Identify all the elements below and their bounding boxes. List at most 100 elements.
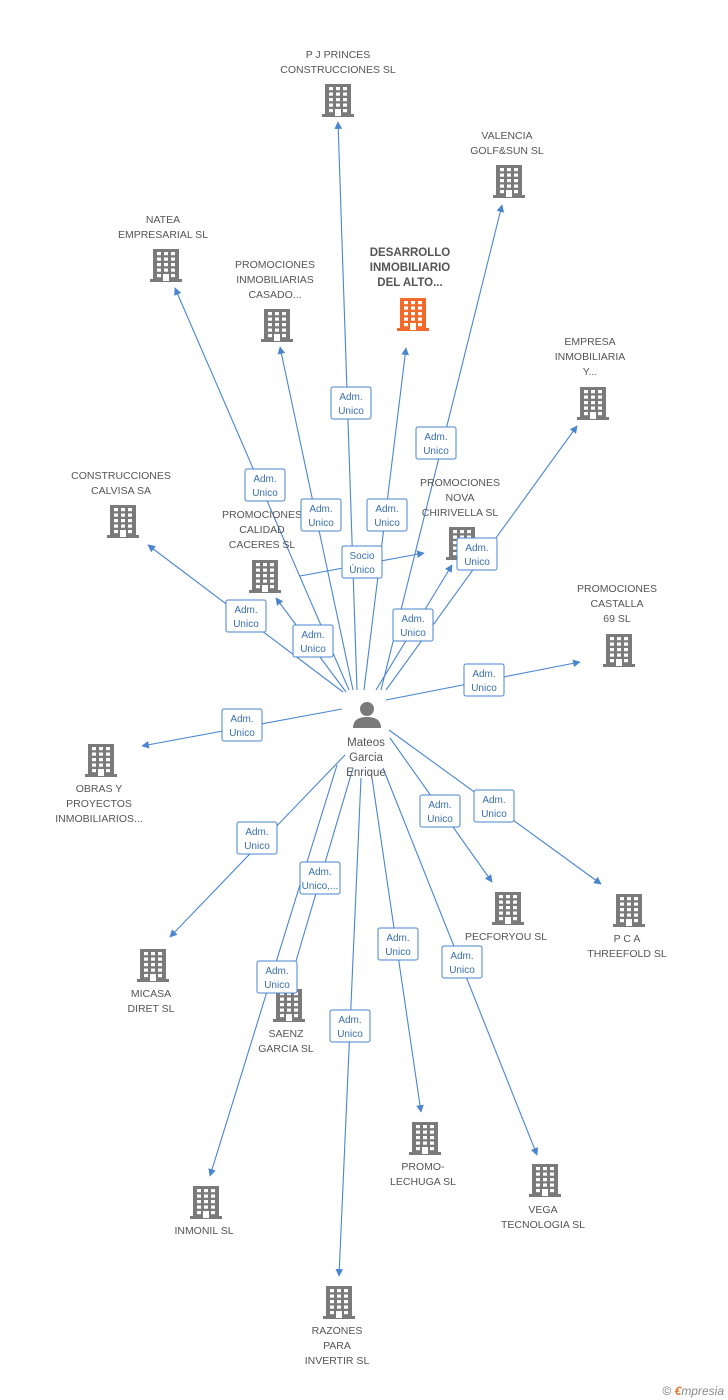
relation-label-pecforyou[interactable]: Adm.Unico: [419, 794, 461, 828]
building-icon[interactable]: [529, 1164, 561, 1197]
relation-label-pj[interactable]: Adm.Unico: [330, 386, 372, 420]
company-label-line: Y...: [583, 366, 597, 378]
company-label-line: PECFORYOU SL: [465, 931, 547, 943]
relation-label-text: Unico: [252, 488, 278, 499]
building-icon[interactable]: [85, 744, 117, 777]
company-node-pecforyou[interactable]: PECFORYOU SL: [465, 892, 547, 943]
relation-label-valencia[interactable]: Adm.Unico: [415, 426, 457, 460]
company-label-line: NATEA: [146, 214, 180, 226]
relation-label-razones[interactable]: Adm.Unico: [329, 1009, 371, 1043]
relation-label-caceres[interactable]: Adm.Unico: [292, 624, 334, 658]
building-icon[interactable]: [150, 249, 182, 282]
relation-label-text: Adm.: [472, 669, 495, 680]
relation-label-castalla[interactable]: Adm. Unico: [463, 663, 505, 697]
copyright-symbol: ©: [662, 1384, 672, 1398]
relation-label-natea[interactable]: Adm.Unico: [244, 468, 286, 502]
relation-label-text: Unico: [233, 619, 259, 630]
relation-label-text: Unico: [471, 683, 497, 694]
relation-label-text: Unico: [229, 728, 255, 739]
company-label-line: TECNOLOGIA SL: [501, 1219, 585, 1231]
building-icon[interactable]: [190, 1186, 222, 1219]
relation-label-casado[interactable]: Adm.Unico: [300, 498, 342, 532]
edges-layer: [141, 121, 602, 1277]
company-label-line: INVERTIR SL: [305, 1355, 370, 1367]
relation-labels-layer: Adm.UnicoAdm.UnicoAdm.UnicoAdm.UnicoAdm.…: [221, 386, 515, 1043]
company-label-line: CACERES SL: [229, 539, 296, 551]
company-label-line: EMPRESA: [564, 336, 615, 348]
building-icon[interactable]: [273, 989, 305, 1022]
building-icon[interactable]: [603, 634, 635, 667]
building-icon[interactable]: [323, 1286, 355, 1319]
company-label-line: CASADO...: [248, 289, 301, 301]
relation-label-pca[interactable]: Adm.Unico: [473, 789, 515, 823]
company-node-lechuga[interactable]: PROMO-LECHUGA SL: [390, 1122, 456, 1188]
company-label-line: INMOBILIARIOS...: [55, 813, 143, 825]
relation-label-alto[interactable]: Adm.Unico: [366, 498, 408, 532]
relation-label-text: Unico: [244, 841, 270, 852]
building-icon[interactable]: [322, 84, 354, 117]
company-label-line: OBRAS Y: [76, 783, 123, 795]
company-node-pj[interactable]: P J PRINCES CONSTRUCCIONES SL: [280, 49, 396, 117]
company-label-line: INMOBILIARIO: [370, 262, 451, 274]
relation-label-text: Adm.: [386, 933, 409, 944]
relation-label-lechuga[interactable]: Adm.Unico: [377, 927, 419, 961]
building-icon[interactable]: [577, 387, 609, 420]
relation-label-micasa[interactable]: Adm.Unico: [236, 821, 278, 855]
company-label-line: PROYECTOS: [66, 798, 132, 810]
relation-label-vega[interactable]: Adm.Unico: [441, 945, 483, 979]
relation-label-obras[interactable]: Adm.Unico: [221, 708, 263, 742]
relation-label-chirivella[interactable]: Adm.Unico: [392, 608, 434, 642]
building-icon[interactable]: [249, 560, 281, 593]
company-node-inmonil[interactable]: INMONIL SL: [174, 1186, 234, 1237]
company-node-empresa[interactable]: EMPRESAINMOBILIARIAY...: [555, 336, 626, 420]
relation-label-text: Adm.: [265, 966, 288, 977]
relation-label-saenz[interactable]: Adm.Unico,...: [299, 861, 341, 895]
relation-label-text: Unico: [449, 965, 475, 976]
company-label-line: DEL ALTO...: [377, 277, 442, 289]
company-label-line: INMONIL SL: [174, 1225, 233, 1237]
company-label-line: DIRET SL: [127, 1003, 174, 1015]
relation-label-empresa[interactable]: Adm.Unico: [456, 537, 498, 571]
relation-label-inmonil[interactable]: Adm.Unico: [256, 960, 298, 994]
relation-label-calvisa[interactable]: Adm.Unico: [225, 599, 267, 633]
relation-label-text: Adm.: [424, 432, 447, 443]
relation-label-text: Unico: [337, 1029, 363, 1040]
company-label-line: P J PRINCES: [306, 49, 371, 61]
company-label-line: CHIRIVELLA SL: [422, 507, 499, 519]
building-icon[interactable]: [397, 298, 429, 331]
building-icon[interactable]: [107, 505, 139, 538]
relation-label-text: Adm.: [401, 614, 424, 625]
company-node-casado[interactable]: PROMOCIONESINMOBILIARIASCASADO...: [235, 259, 315, 342]
building-icon[interactable]: [493, 165, 525, 198]
person-icon[interactable]: [353, 702, 381, 728]
building-icon[interactable]: [409, 1122, 441, 1155]
company-label-line: 69 SL: [603, 613, 631, 625]
company-label-line: SAENZ: [268, 1028, 304, 1040]
building-icon[interactable]: [137, 949, 169, 982]
company-label-line: CONSTRUCCIONES SL: [280, 64, 396, 76]
company-node-obras[interactable]: OBRAS Y PROYECTOS INMOBILIARIOS...: [55, 744, 143, 825]
building-icon[interactable]: [492, 892, 524, 925]
relation-label-text: Adm.: [301, 630, 324, 641]
company-label-line: THREEFOLD SL: [587, 948, 667, 960]
building-icon[interactable]: [613, 894, 645, 927]
building-icon[interactable]: [261, 309, 293, 342]
relation-label-text: Socio: [349, 551, 374, 562]
relation-label-text: Unico: [481, 809, 507, 820]
relation-label-text: Único: [349, 563, 375, 576]
